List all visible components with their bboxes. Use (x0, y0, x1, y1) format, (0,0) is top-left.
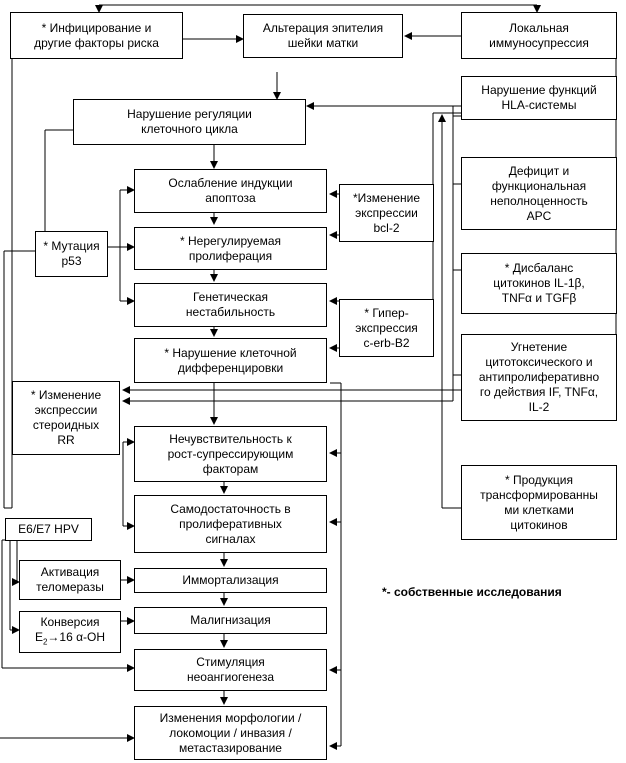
box-telomerase: Активация теломеразы (19, 560, 121, 600)
box-infection: * Инфицирование и другие факторы риска (10, 12, 183, 59)
box-p53: * Мутация p53 (35, 231, 108, 277)
box-steroid-rr: * Изменение экспрессии стероидных RR (12, 381, 120, 455)
box-regulation: Нарушение регуляции клеточного цикла (73, 99, 306, 145)
box-morphology: Изменения морфологии / локомоции / инваз… (134, 706, 327, 760)
box-e6e7-hpv: E6/E7 HPV (5, 518, 92, 541)
conversion-line2: E2→16 α-OH (34, 629, 106, 647)
box-differentiation: * Нарушение клеточной дифференцировки (134, 338, 327, 383)
box-self-sufficiency: Самодостаточность в пролиферативных сигн… (134, 495, 327, 553)
box-insensitivity: Нечувствительность к рост-супрессирующим… (134, 426, 327, 482)
box-angiogenesis: Стимуляция неоангиогенеза (134, 649, 327, 691)
box-immortalization: Иммортализация (134, 568, 327, 593)
box-local-immunosuppression: Локальная иммуносупрессия (461, 12, 617, 59)
box-cytokine-production: * Продукция трансформированны ми клеткам… (461, 465, 617, 540)
conversion-line1: Конверсия (40, 614, 100, 629)
box-suppression: Угнетение цитотоксического и антипролифе… (461, 334, 617, 421)
box-proliferation: * Нерегулируемая пролиферация (134, 227, 327, 270)
footnote: *- собственные исследования (382, 585, 562, 599)
box-apoptosis: Ослабление индукции апоптоза (134, 169, 327, 213)
box-cerb: * Гипер- экспрессия c-erb-B2 (339, 299, 434, 357)
box-conversion: Конверсия E2→16 α-OH (19, 611, 121, 653)
box-instability: Генетическая нестабильность (134, 283, 327, 327)
box-bcl2: *Изменение экспрессии bcl-2 (339, 184, 434, 242)
box-hla: Нарушение функций HLA-системы (461, 76, 617, 120)
box-alteration: Альтерация эпителия шейки матки (243, 14, 403, 58)
box-cytokine-imbalance: * Дисбаланс цитокинов IL-1β, TNFα и TGFβ (461, 253, 617, 314)
box-malignization: Малигнизация (134, 607, 327, 634)
box-apc-deficit: Дефицит и функциональная неполноценность… (461, 157, 617, 230)
